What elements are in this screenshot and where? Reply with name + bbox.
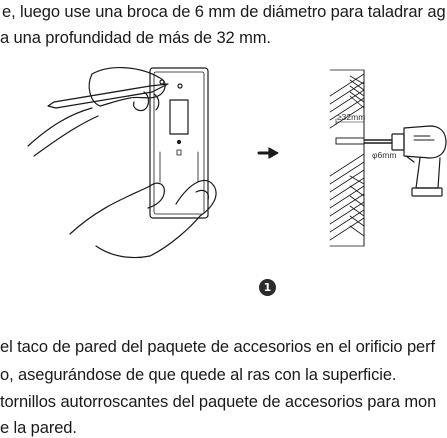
drill-icon bbox=[363, 125, 447, 197]
wall-plate-icon bbox=[149, 67, 209, 219]
diameter-label: φ6mm bbox=[372, 150, 397, 160]
arrow-right-icon bbox=[257, 147, 279, 159]
instruction-line-3: el taco de pared del paquete de accesori… bbox=[0, 338, 435, 356]
instruction-line-5: tornillos autorroscantes del paquete de … bbox=[0, 393, 437, 411]
instruction-line-6: e la pared. bbox=[0, 419, 77, 437]
hand-pencil-icon bbox=[27, 67, 169, 157]
instruction-line-2: a una profundidad de más de 32 mm. bbox=[0, 29, 271, 47]
wall-hatch-icon bbox=[329, 69, 373, 247]
instruction-line-1: e, luego use una broca de 6 mm de diámet… bbox=[2, 3, 446, 21]
illustration-area bbox=[0, 56, 447, 261]
hand-lower-icon bbox=[69, 180, 217, 259]
instruction-line-4: o, asegurándose de que quede al ras con … bbox=[0, 366, 397, 384]
depth-label: ≥32mm bbox=[337, 112, 366, 122]
step-number-badge: 1 bbox=[259, 279, 276, 296]
